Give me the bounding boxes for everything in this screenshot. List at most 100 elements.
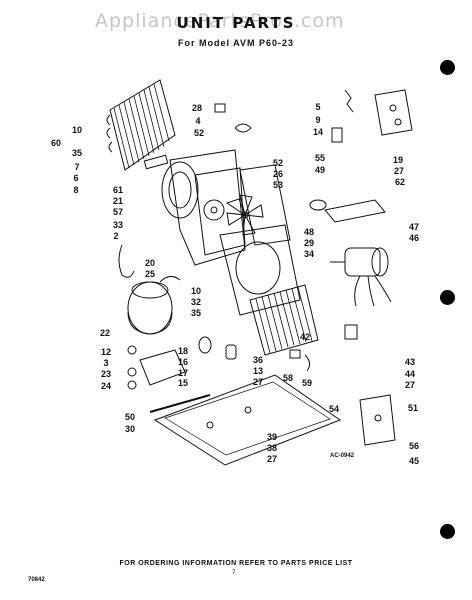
callout-26: 26 (272, 169, 284, 179)
callout-43: 43 (404, 357, 416, 367)
callout-32: 32 (190, 297, 202, 307)
nut (127, 380, 137, 390)
control-panel (374, 89, 413, 136)
callout-16: 16 (177, 357, 189, 367)
callout-20: 20 (144, 258, 156, 268)
callout-27: 27 (393, 166, 405, 176)
callout-22: 22 (99, 328, 111, 338)
bushing-48 (309, 199, 327, 211)
bracket-14 (331, 127, 343, 143)
watermark: AppliancePartsPros.com (95, 10, 345, 32)
callout-24: 24 (100, 381, 112, 391)
callout-4: 4 (195, 116, 201, 126)
callout-57: 57 (112, 207, 124, 217)
capacitor-16 (198, 336, 212, 354)
callout-56: 56 (408, 441, 420, 451)
evaporator-coil (249, 284, 319, 356)
callout-27d: 27 (266, 454, 278, 464)
control-box (359, 394, 396, 446)
compressor-mount-plate (139, 349, 186, 386)
callout-3: 3 (103, 358, 109, 368)
callout-28: 28 (191, 103, 203, 113)
callout-44: 44 (404, 369, 416, 379)
callout-62: 62 (394, 177, 406, 187)
callout-14: 14 (312, 127, 324, 137)
callout-33: 33 (112, 220, 124, 230)
callout-17: 17 (177, 368, 189, 378)
callout-46: 46 (408, 233, 420, 243)
fan-shroud (219, 224, 301, 316)
bracket-36 (225, 344, 237, 360)
clip-59 (304, 354, 311, 372)
callout-19: 19 (392, 155, 404, 165)
filter-strip (324, 199, 386, 223)
relay-42 (344, 324, 358, 340)
callout-39: 39 (266, 432, 278, 442)
diagram-code: AC-0942 (330, 453, 355, 459)
callout-27b: 27 (252, 377, 264, 387)
callout-47: 47 (408, 222, 420, 232)
callout-53: 53 (272, 180, 284, 190)
clamp-28 (214, 103, 226, 113)
model-subtitle: For Model AVM P60-23 (177, 38, 295, 48)
base-pan (153, 374, 342, 466)
callout-51: 51 (407, 403, 419, 413)
callout-49: 49 (314, 165, 326, 175)
punch-hole-top (440, 60, 455, 75)
callout-34: 34 (303, 249, 315, 259)
callout-50: 50 (124, 412, 136, 422)
callout-7: 7 (74, 162, 80, 172)
condenser-coil (106, 79, 176, 171)
callout-6: 6 (73, 173, 79, 183)
punch-hole-bottom (440, 524, 455, 539)
grommet (127, 345, 137, 355)
callout-30: 30 (124, 424, 136, 434)
page-title: UNIT PARTS (176, 14, 296, 32)
callout-21: 21 (112, 196, 124, 206)
base-rail (149, 394, 211, 413)
callout-9: 9 (315, 115, 321, 125)
washer (127, 367, 137, 377)
ordering-footer: FOR ORDERING INFORMATION REFER TO PARTS … (119, 560, 353, 567)
callout-61: 61 (112, 185, 124, 195)
callout-25: 25 (144, 269, 156, 279)
fan-blade (225, 194, 264, 236)
compressor (127, 276, 181, 335)
callout-52b: 52 (272, 158, 284, 168)
seal-strip (143, 154, 169, 170)
callout-5: 5 (315, 102, 321, 112)
spring-5 (344, 89, 354, 113)
page-number: 7 (232, 570, 236, 576)
callout-13: 13 (252, 366, 264, 376)
callout-23: 23 (100, 369, 112, 379)
callout-8: 8 (73, 185, 79, 195)
callout-12: 12 (100, 347, 112, 357)
fan-motor (330, 247, 392, 307)
wire-harness (118, 244, 135, 278)
callout-27c: 27 (404, 380, 416, 390)
callout-36: 36 (252, 355, 264, 365)
callout-2: 2 (113, 231, 119, 241)
callout-15: 15 (177, 378, 189, 388)
callout-54: 54 (328, 404, 340, 414)
callout-59: 59 (301, 378, 313, 388)
callout-29: 29 (303, 238, 315, 248)
callout-48: 48 (303, 227, 315, 237)
document-code: 70842 (28, 577, 45, 583)
callout-58: 58 (282, 373, 294, 383)
punch-hole-middle (440, 290, 455, 305)
callout-35: 35 (71, 148, 83, 158)
callout-38: 38 (266, 443, 278, 453)
blower-assembly (161, 149, 246, 266)
partition-panel (239, 164, 291, 246)
clip-58 (289, 349, 301, 359)
callout-52: 52 (193, 128, 205, 138)
callout-55: 55 (314, 153, 326, 163)
callout-35b: 35 (190, 308, 202, 318)
callout-18: 18 (177, 346, 189, 356)
callout-10: 10 (71, 125, 83, 135)
callout-42: 42 (299, 332, 311, 342)
callout-60: 60 (50, 138, 62, 148)
